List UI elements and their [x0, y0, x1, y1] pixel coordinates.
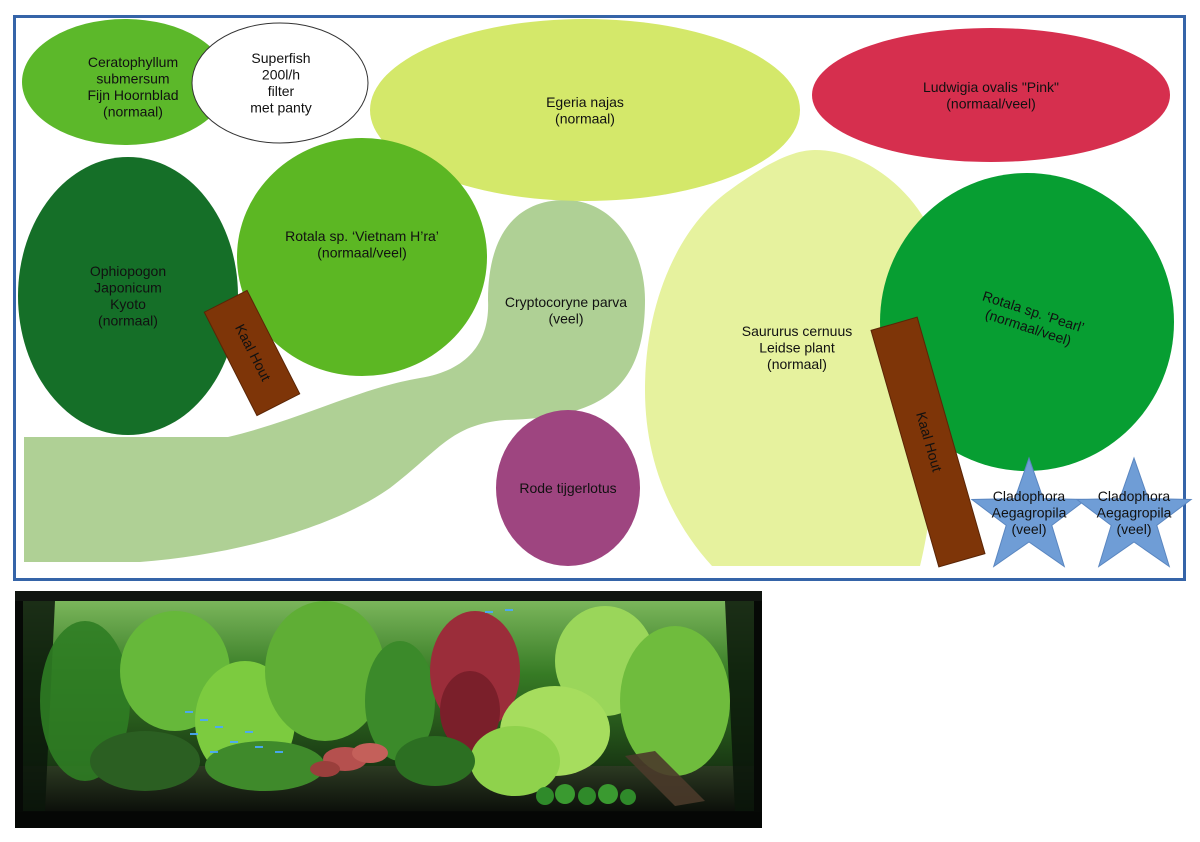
label-line: (veel)	[548, 311, 583, 327]
label-rode-tijgerlotus: Rode tijgerlotus	[519, 480, 616, 496]
label-line: Cladophora	[993, 488, 1066, 504]
label-line: Aegagropila	[992, 505, 1067, 521]
label-line: (normaal)	[767, 356, 827, 372]
label-line: Fijn Hoornblad	[87, 87, 178, 103]
label-line: Japonicum	[94, 280, 162, 296]
label-line: filter	[268, 83, 295, 99]
label-line: (normaal)	[103, 104, 163, 120]
label-line: Kyoto	[110, 296, 146, 312]
label-line: (normaal/veel)	[317, 245, 406, 261]
label-line: Saururus cernuus	[742, 323, 853, 339]
label-line: Superfish	[251, 50, 310, 66]
label-line: (normaal)	[555, 111, 615, 127]
label-line: (veel)	[1116, 521, 1151, 537]
label-line: Ophiopogon	[90, 263, 166, 279]
label-egeria-najas: Egeria najas(normaal)	[546, 94, 624, 127]
label-line: Cryptocoryne parva	[505, 294, 627, 310]
label-line: Aegagropila	[1097, 505, 1172, 521]
label-line: submersum	[96, 71, 169, 87]
label-line: (veel)	[1011, 521, 1046, 537]
label-line: Ludwigia ovalis "Pink"	[923, 79, 1059, 95]
label-line: 200l/h	[262, 67, 300, 83]
label-line: (normaal)	[98, 313, 158, 329]
label-line: Leidse plant	[759, 340, 835, 356]
label-line: Egeria najas	[546, 94, 624, 110]
label-line: met panty	[250, 100, 311, 116]
label-line: Cladophora	[1098, 488, 1171, 504]
aquarium-photo	[15, 591, 762, 828]
label-line: (normaal/veel)	[946, 96, 1035, 112]
label-line: Ceratophyllum	[88, 54, 178, 70]
label-line: Rotala sp. ‘Vietnam H’ra’	[285, 228, 439, 244]
label-line: Rode tijgerlotus	[519, 480, 616, 496]
